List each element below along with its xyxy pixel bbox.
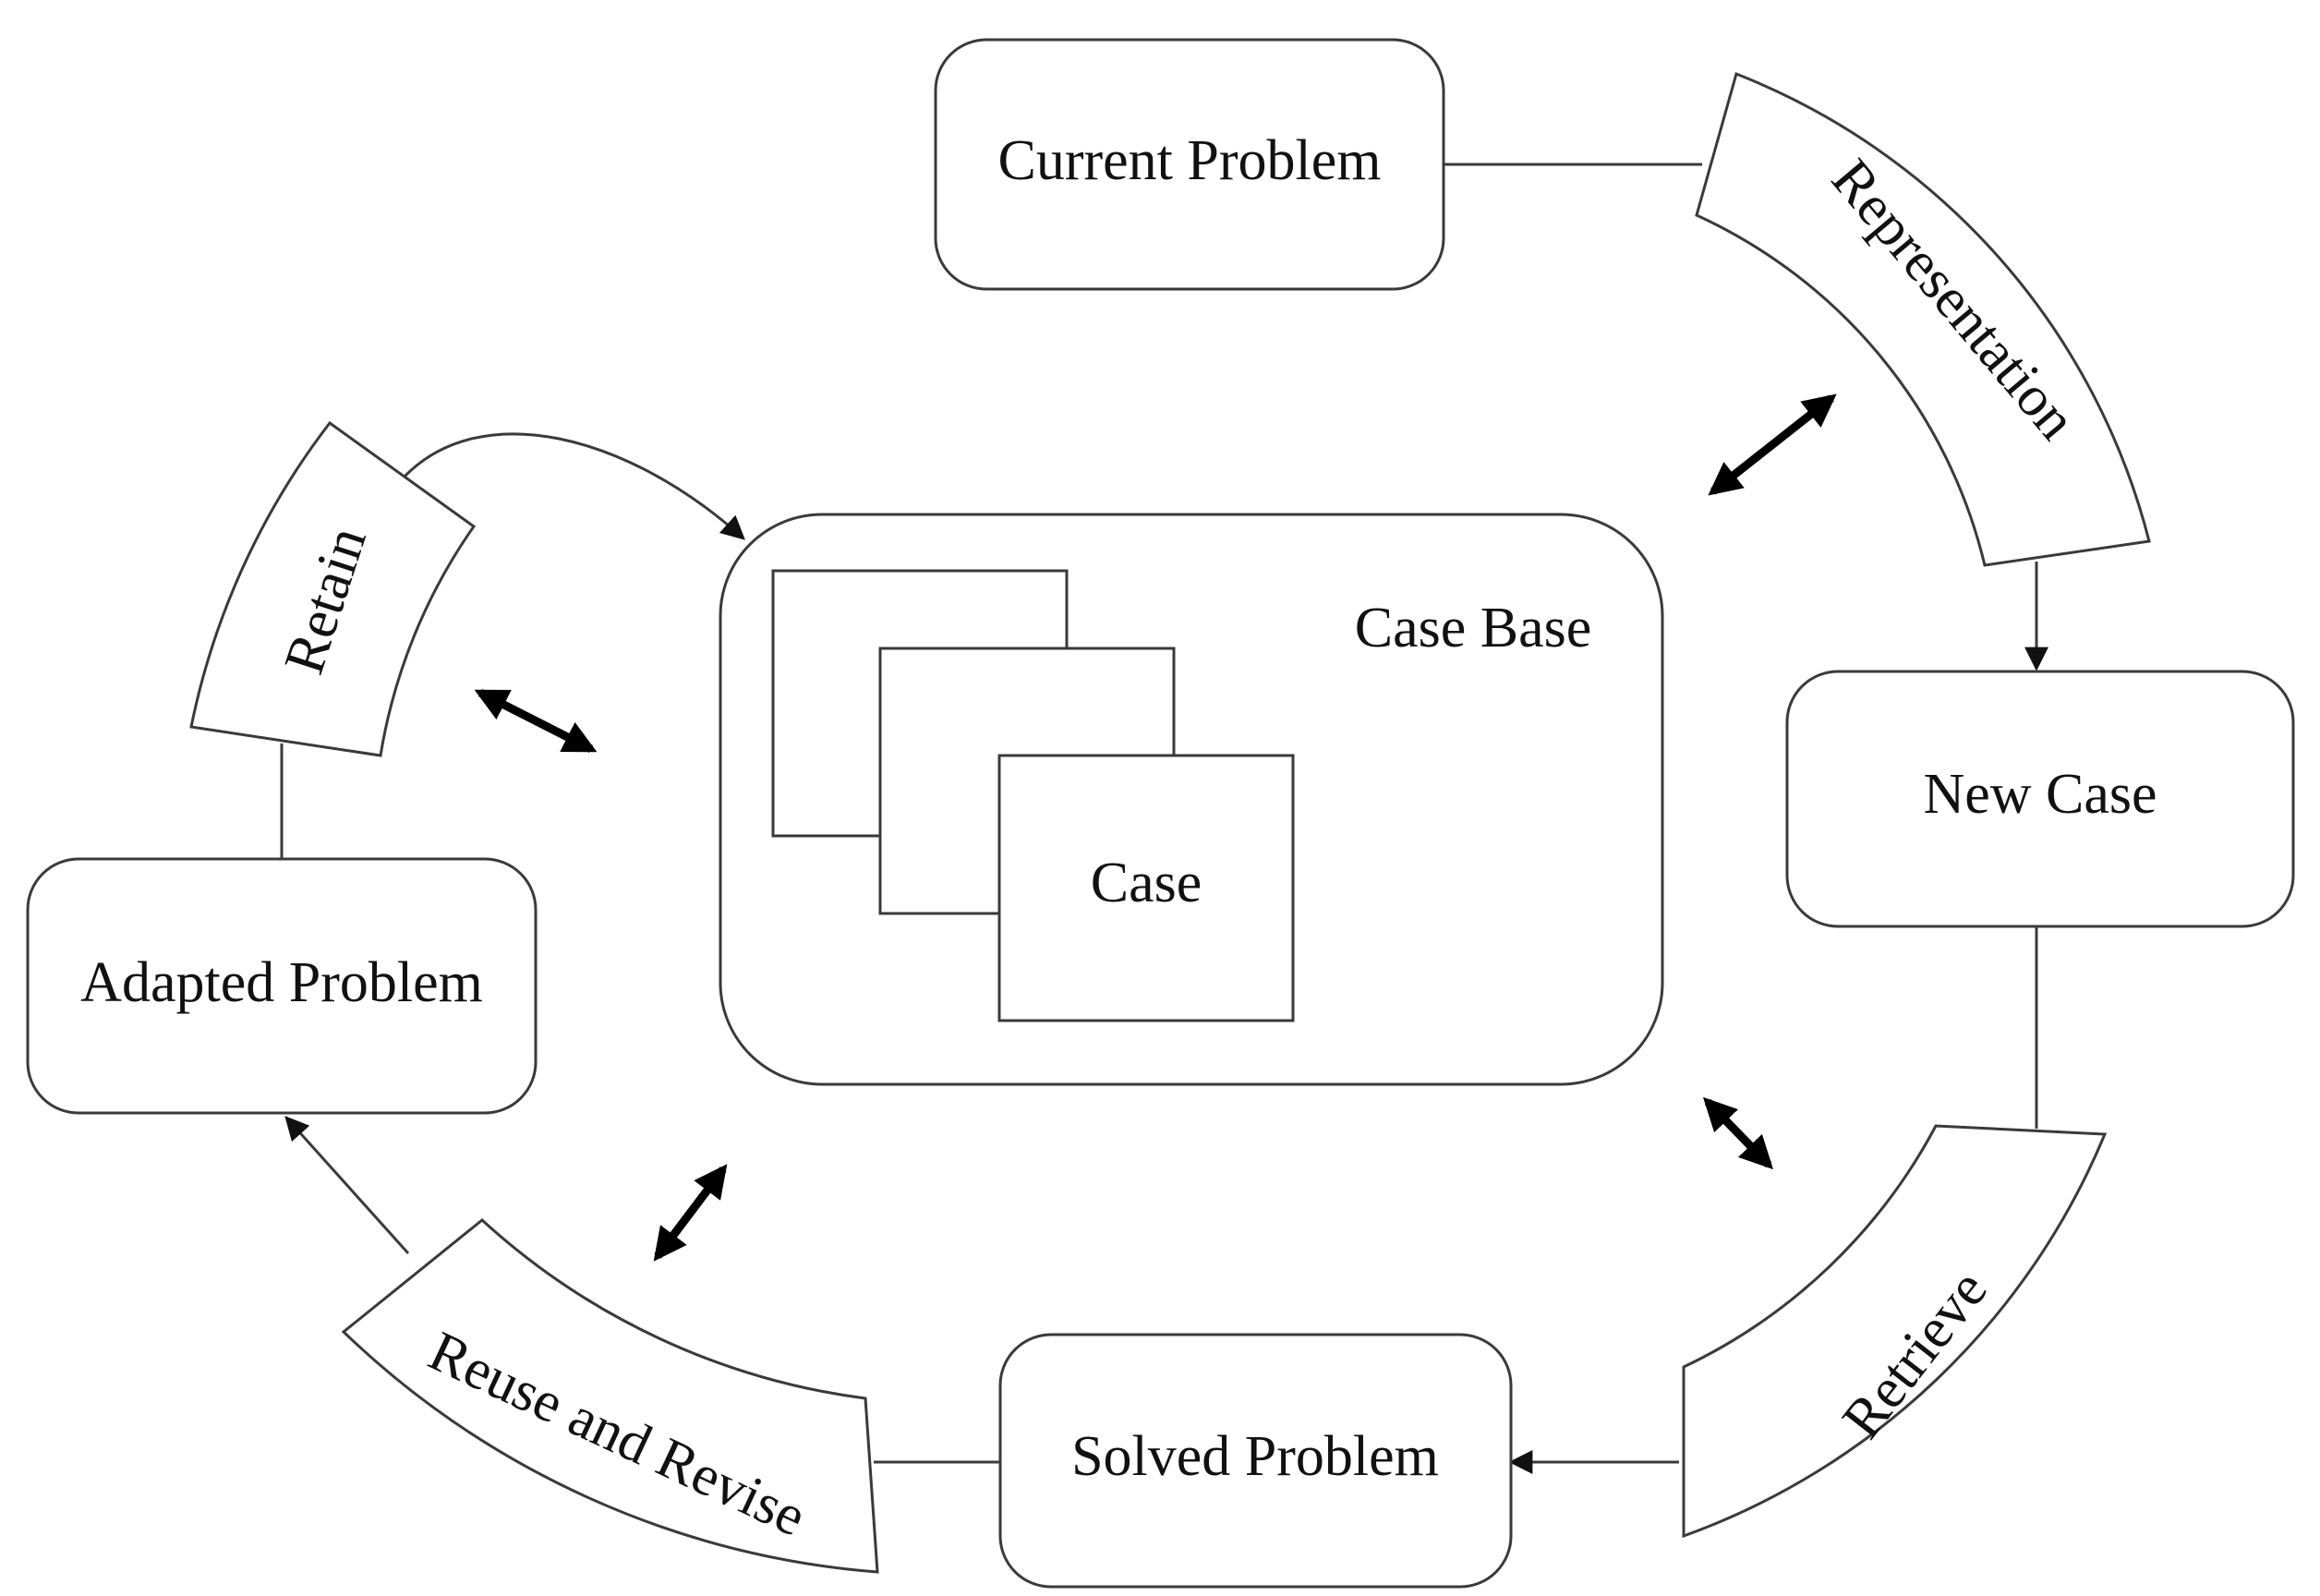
current-problem-node: Current Problem — [934, 38, 1445, 291]
retain-step: Retain — [189, 420, 477, 757]
current-problem-label: Current Problem — [998, 129, 1382, 192]
case-card-front — [997, 754, 1295, 1022]
representation-step: Representation — [1695, 71, 2151, 567]
arrow-retain-to-case-base — [402, 432, 745, 540]
bidirectional-arrow-case-base-reuse — [653, 1164, 728, 1262]
solved-problem-node: Solved Problem — [998, 1333, 1513, 1589]
new-case-node: New Case — [1785, 670, 2295, 928]
retrieve-step: Retrieve — [1682, 1124, 2108, 1539]
adapted-problem-node: Adapted Problem — [26, 857, 538, 1115]
new-case-label: New Case — [1923, 763, 2157, 826]
reuse-and-revise-step: Reuse and Revise — [341, 1218, 879, 1574]
arrow-reuse-to-adapted-problem — [284, 1116, 410, 1255]
case-base-node: Case Base Case — [719, 513, 1664, 1086]
bidirectional-arrow-case-base-retain — [474, 688, 598, 754]
solved-problem-label: Solved Problem — [1071, 1425, 1439, 1488]
case-base-label: Case Base — [1355, 597, 1592, 659]
adapted-problem-label: Adapted Problem — [80, 951, 483, 1014]
case-label: Case — [1091, 852, 1202, 914]
bidirectional-arrow-case-base-retrieve — [1702, 1096, 1774, 1170]
bidirectional-arrow-case-base-representation — [1708, 393, 1837, 496]
